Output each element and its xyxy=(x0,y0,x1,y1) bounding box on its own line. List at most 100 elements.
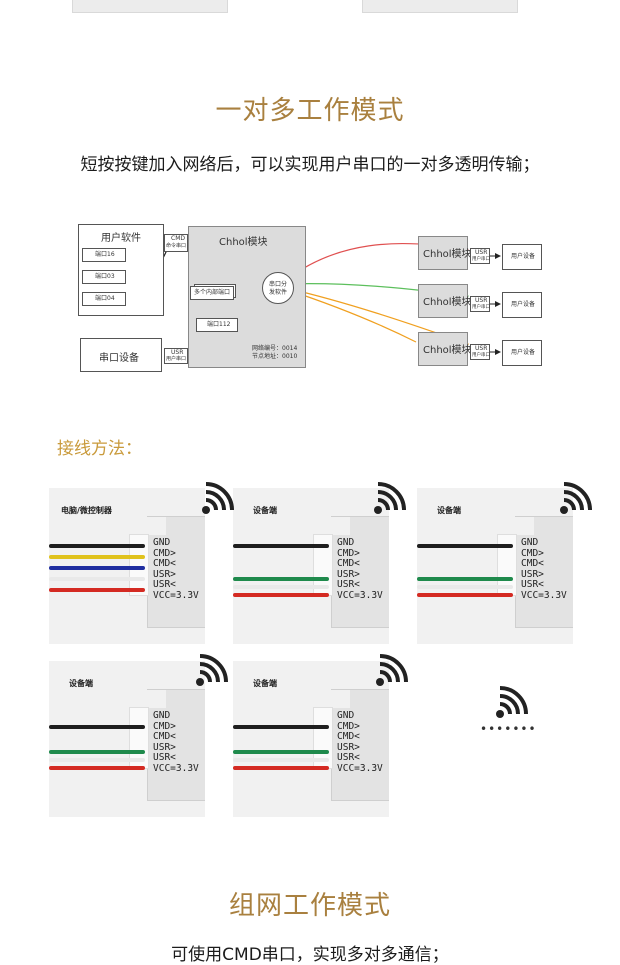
remote-module-2-label: Chhol模块 xyxy=(423,297,472,308)
wiring-caption-5: 设备端 xyxy=(253,679,277,688)
serial-device-label: 串口设备 xyxy=(99,353,139,364)
wiring-caption-3: 设备端 xyxy=(437,506,461,515)
pin-labels: GND CMD> CMD< USR> USR< VCC=3.3V xyxy=(153,537,199,602)
wire-yellow xyxy=(49,555,145,559)
pin-usr-in: USR< xyxy=(337,752,360,764)
module-board xyxy=(330,689,389,801)
wiring-caption-2: 设备端 xyxy=(253,506,277,515)
wire-green xyxy=(233,577,329,581)
pin-gnd: GND xyxy=(337,537,355,548)
usr-1-label: USR xyxy=(475,249,488,256)
remote-module-1-label: Chhol模块 xyxy=(423,249,472,260)
remote-module-3: Chhol模块 xyxy=(418,332,472,366)
wire-red xyxy=(49,588,145,592)
pin-gnd: GND xyxy=(153,710,171,721)
user-device-2: 用户设备 xyxy=(502,292,542,318)
wire-green xyxy=(233,750,329,754)
pin-usr-out: USR> xyxy=(337,741,360,753)
more-devices-wireless-icon xyxy=(496,686,528,718)
pin-vcc: VCC=3.3V xyxy=(153,762,199,774)
usr-3-sub: 用户串口 xyxy=(472,353,490,358)
wire-red xyxy=(233,766,329,770)
pin-usr-out: USR> xyxy=(337,568,360,580)
wire-white xyxy=(233,585,329,589)
wire-white xyxy=(49,758,145,762)
user-software-label: 用户软件 xyxy=(101,233,141,244)
pin-cmd-out: CMD> xyxy=(153,547,176,559)
pin-vcc: VCC=3.3V xyxy=(153,589,199,601)
section-title-one-to-many: 一对多工作模式 xyxy=(215,96,405,126)
remote-module-1: Chhol模块 xyxy=(418,236,472,270)
user-device-3: 用户设备 xyxy=(502,340,542,366)
pin-labels: GND CMD> CMD< USR> USR< VCC=3.3V xyxy=(153,710,199,775)
pin-usr-in: USR< xyxy=(153,579,176,591)
serial-dist-circle: 串口分 发软件 xyxy=(262,272,294,304)
pin-gnd: GND xyxy=(337,710,355,721)
serial-device-box: 串口设备 xyxy=(80,338,162,372)
wiring-method-title: 接线方法： xyxy=(57,439,142,459)
pin-labels: GND CMD> CMD< USR> USR< VCC=3.3V xyxy=(521,537,567,602)
module-board xyxy=(330,516,389,628)
more-devices-dots-icon: ••••••• xyxy=(480,722,537,736)
usr-local-label: USR xyxy=(171,349,184,356)
usr-2-label: USR xyxy=(475,297,488,304)
pin-cmd-out: CMD> xyxy=(337,720,360,732)
port-03-label: 端口03 xyxy=(95,273,115,280)
section-title-network: 组网工作模式 xyxy=(228,891,391,921)
pin-cmd-out: CMD> xyxy=(521,547,544,559)
section-description-one-to-many: 短按按键加入网络后，可以实现用户串口的一对多透明传输； xyxy=(80,155,540,175)
wiring-photo-device-4: 设备端 GND CMD> CMD< USR> USR< VCC=3.3V xyxy=(233,661,389,817)
usr-2-sub: 用户串口 xyxy=(472,305,490,310)
pin-usr-out: USR> xyxy=(153,568,176,580)
pin-usr-in: USR< xyxy=(337,579,360,591)
multi-ports-label: 多个内部端口 xyxy=(194,289,231,296)
port-04-label: 端口04 xyxy=(95,295,115,302)
user-device-3-label: 用户设备 xyxy=(511,349,536,356)
user-device-2-label: 用户设备 xyxy=(511,301,536,308)
port-16-box: 端口16 xyxy=(82,248,126,262)
wireless-signal-icon xyxy=(196,654,228,686)
wire-black xyxy=(233,725,329,729)
wiring-photo-device-3: 设备端 GND CMD> CMD< USR> USR< VCC=3.3V xyxy=(49,661,205,817)
wiring-caption-4: 设备端 xyxy=(69,679,93,688)
port-112-label: 端口112 xyxy=(207,321,231,328)
serial-dist-label-2: 发软件 xyxy=(269,289,288,296)
pin-cmd-in: CMD< xyxy=(153,731,176,743)
usr-box-1: USR 用户串口 xyxy=(470,248,490,264)
usr-box-2: USR 用户串口 xyxy=(470,296,490,312)
wireless-signal-icon xyxy=(376,654,408,686)
pin-labels: GND CMD> CMD< USR> USR< VCC=3.3V xyxy=(337,537,383,602)
pin-cmd-in: CMD< xyxy=(337,558,360,570)
wiring-photo-controller: 电脑/微控制器 GND CMD> CMD< USR> USR< VCC=3.3V xyxy=(49,488,205,644)
section-description-network: 可使用CMD串口，实现多对多通信； xyxy=(171,945,449,965)
center-module-label: Chhol模块 xyxy=(219,237,268,248)
wire-white xyxy=(417,585,513,589)
wire-green xyxy=(49,750,145,754)
cmd-box: CMD 命令串口 xyxy=(164,234,188,252)
wiring-photo-device-2: 设备端 GND CMD> CMD< USR> USR< VCC=3.3V xyxy=(417,488,573,644)
wire-white xyxy=(233,758,329,762)
pin-cmd-out: CMD> xyxy=(153,720,176,732)
pin-gnd: GND xyxy=(521,537,539,548)
pin-cmd-in: CMD< xyxy=(337,731,360,743)
pin-cmd-out: CMD> xyxy=(337,547,360,559)
usr-local-sub: 用户串口 xyxy=(166,356,187,362)
wire-black xyxy=(49,725,145,729)
pin-usr-out: USR> xyxy=(153,741,176,753)
one-to-many-diagram: 用户软件 端口16 端口03 端口04 Chhol模块 CMD 命令串口 串口分… xyxy=(76,222,546,374)
pin-usr-in: USR< xyxy=(153,752,176,764)
wireless-signal-icon xyxy=(560,482,592,514)
usr-box-local: USR 用户串口 xyxy=(164,348,188,364)
pin-vcc: VCC=3.3V xyxy=(521,589,567,601)
pin-labels: GND CMD> CMD< USR> USR< VCC=3.3V xyxy=(337,710,383,775)
top-image-left xyxy=(72,0,228,13)
usr-3-label: USR xyxy=(475,345,488,352)
node-addr-label: 节点地址：0010 xyxy=(252,353,298,360)
wire-red xyxy=(49,766,145,770)
wire-white xyxy=(49,577,145,581)
serial-dist-label: 串口分 xyxy=(269,281,288,288)
wire-black xyxy=(417,544,513,548)
wireless-signal-icon xyxy=(374,482,406,514)
pin-usr-out: USR> xyxy=(521,568,544,580)
wire-red xyxy=(417,593,513,597)
